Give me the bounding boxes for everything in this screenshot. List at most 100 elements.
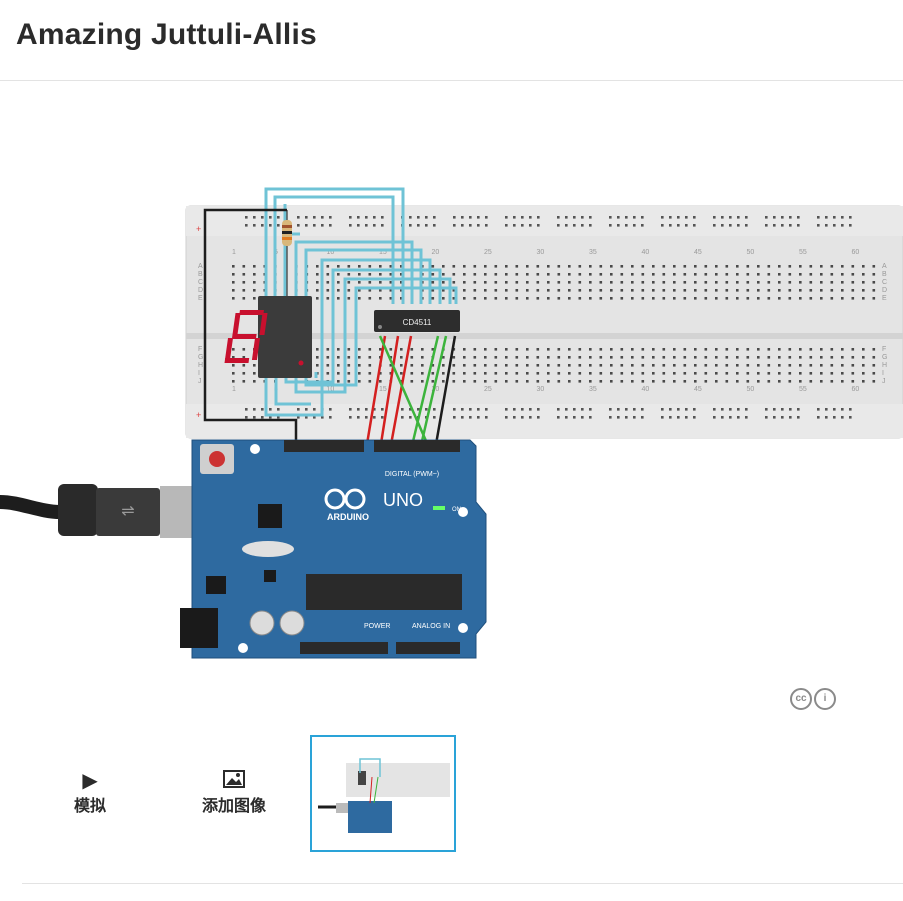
breadboard-hole bbox=[316, 364, 319, 367]
breadboard-hole bbox=[547, 289, 550, 292]
breadboard-hole bbox=[401, 408, 404, 411]
breadboard-hole bbox=[526, 297, 529, 300]
breadboard-hole bbox=[581, 224, 584, 227]
breadboard-hole bbox=[269, 416, 272, 419]
model-label: UNO bbox=[383, 490, 423, 510]
breadboard-column-number: 50 bbox=[747, 386, 755, 393]
breadboard-hole bbox=[620, 356, 624, 359]
breadboard-hole bbox=[473, 273, 477, 276]
breadboard-hole bbox=[841, 289, 844, 292]
cd4511-chip[interactable]: CD4511 bbox=[374, 310, 460, 332]
breadboard-hole bbox=[389, 364, 393, 367]
breadboard-row-letter: F bbox=[882, 346, 886, 353]
breadboard-hole bbox=[778, 289, 781, 292]
breadboard-hole bbox=[683, 348, 687, 351]
breadboard-hole bbox=[347, 297, 351, 300]
breadboard-hole bbox=[631, 372, 634, 375]
breadboard-hole bbox=[400, 289, 403, 292]
breadboard-hole bbox=[526, 265, 529, 268]
breadboard-hole bbox=[368, 297, 372, 300]
breadboard-hole bbox=[589, 265, 592, 268]
breadboard-hole bbox=[737, 416, 740, 419]
breadboard-hole bbox=[765, 224, 768, 227]
breadboard-hole bbox=[704, 364, 708, 367]
breadboard-hole bbox=[704, 356, 708, 359]
breadboard-hole bbox=[442, 281, 445, 284]
breadboard-hole bbox=[473, 289, 477, 292]
breadboard-hole bbox=[817, 216, 820, 219]
breadboard-hole bbox=[788, 281, 792, 284]
add-image-button[interactable]: 添加图像 bbox=[202, 770, 266, 816]
seven-segment-display[interactable] bbox=[224, 296, 312, 378]
breadboard-hole bbox=[715, 265, 718, 268]
breadboard-hole bbox=[799, 356, 802, 359]
breadboard-hole bbox=[704, 281, 708, 284]
breadboard-hole bbox=[536, 265, 540, 268]
breadboard-hole bbox=[704, 372, 708, 375]
breadboard-hole bbox=[736, 289, 739, 292]
breadboard-hole bbox=[589, 216, 592, 219]
breadboard-hole bbox=[381, 408, 384, 411]
breadboard-hole bbox=[599, 265, 603, 268]
breadboard-hole bbox=[662, 281, 666, 284]
breadboard-hole bbox=[599, 372, 603, 375]
breadboard-column-number: 55 bbox=[799, 249, 807, 256]
simulate-button[interactable]: ▶ 模拟 bbox=[74, 770, 106, 816]
breadboard-hole bbox=[578, 289, 582, 292]
breadboard-hole bbox=[329, 224, 332, 227]
breadboard-hole bbox=[442, 372, 445, 375]
breadboard-hole bbox=[417, 216, 420, 219]
breadboard-hole bbox=[253, 372, 256, 375]
selected-thumbnail[interactable] bbox=[310, 735, 456, 852]
resistor[interactable] bbox=[282, 210, 292, 302]
arduino-uno-board[interactable]: DIGITAL (PWM~) ARDUINO UNO ON POWER ANAL… bbox=[180, 439, 487, 659]
breadboard-hole bbox=[757, 348, 760, 351]
breadboard-hole bbox=[389, 372, 393, 375]
breadboard-hole bbox=[631, 289, 634, 292]
breadboard-hole bbox=[641, 408, 644, 411]
breadboard-hole bbox=[693, 416, 696, 419]
breadboard-hole bbox=[557, 297, 561, 300]
breadboard-hole bbox=[781, 216, 784, 219]
breadboard-hole bbox=[683, 364, 687, 367]
arduino-logo: ARDUINO UNO bbox=[324, 488, 423, 522]
breadboard-hole bbox=[610, 348, 613, 351]
breadboard-hole bbox=[715, 297, 718, 300]
breadboard-hole bbox=[633, 216, 636, 219]
breadboard-hole bbox=[358, 265, 361, 268]
page-title: Amazing Juttuli-Allis bbox=[16, 18, 317, 51]
breadboard-hole bbox=[463, 348, 466, 351]
breadboard-hole bbox=[809, 380, 813, 383]
breadboard-hole bbox=[715, 281, 718, 284]
breadboard-row-letter: E bbox=[882, 295, 887, 302]
breadboard-hole bbox=[778, 273, 781, 276]
breadboard-hole bbox=[704, 348, 708, 351]
breadboard-hole bbox=[683, 281, 687, 284]
breadboard-column-number: 10 bbox=[327, 386, 335, 393]
breadboard-hole bbox=[232, 297, 235, 300]
breadboard-row-letter: C bbox=[882, 279, 887, 286]
breadboard-hole bbox=[389, 273, 393, 276]
breadboard-hole bbox=[463, 372, 466, 375]
power-label: POWER bbox=[364, 623, 390, 630]
breadboard-hole bbox=[379, 289, 382, 292]
breadboard-hole bbox=[526, 289, 529, 292]
breadboard-hole bbox=[573, 408, 576, 411]
breadboard-hole bbox=[368, 364, 372, 367]
breadboard-hole bbox=[578, 356, 582, 359]
breadboard-hole bbox=[473, 356, 477, 359]
breadboard-hole bbox=[242, 380, 246, 383]
breadboard-hole bbox=[337, 289, 340, 292]
breadboard-hole bbox=[373, 416, 376, 419]
breadboard-hole bbox=[389, 348, 393, 351]
breadboard-hole bbox=[745, 216, 748, 219]
breadboard-hole bbox=[347, 380, 351, 383]
breadboard-hole bbox=[417, 224, 420, 227]
license-badge[interactable]: cc i bbox=[790, 688, 836, 710]
breadboard-hole bbox=[669, 216, 672, 219]
breadboard-hole bbox=[329, 216, 332, 219]
breadboard-hole bbox=[442, 380, 445, 383]
breadboard-hole bbox=[485, 408, 488, 411]
breadboard-hole bbox=[400, 281, 403, 284]
